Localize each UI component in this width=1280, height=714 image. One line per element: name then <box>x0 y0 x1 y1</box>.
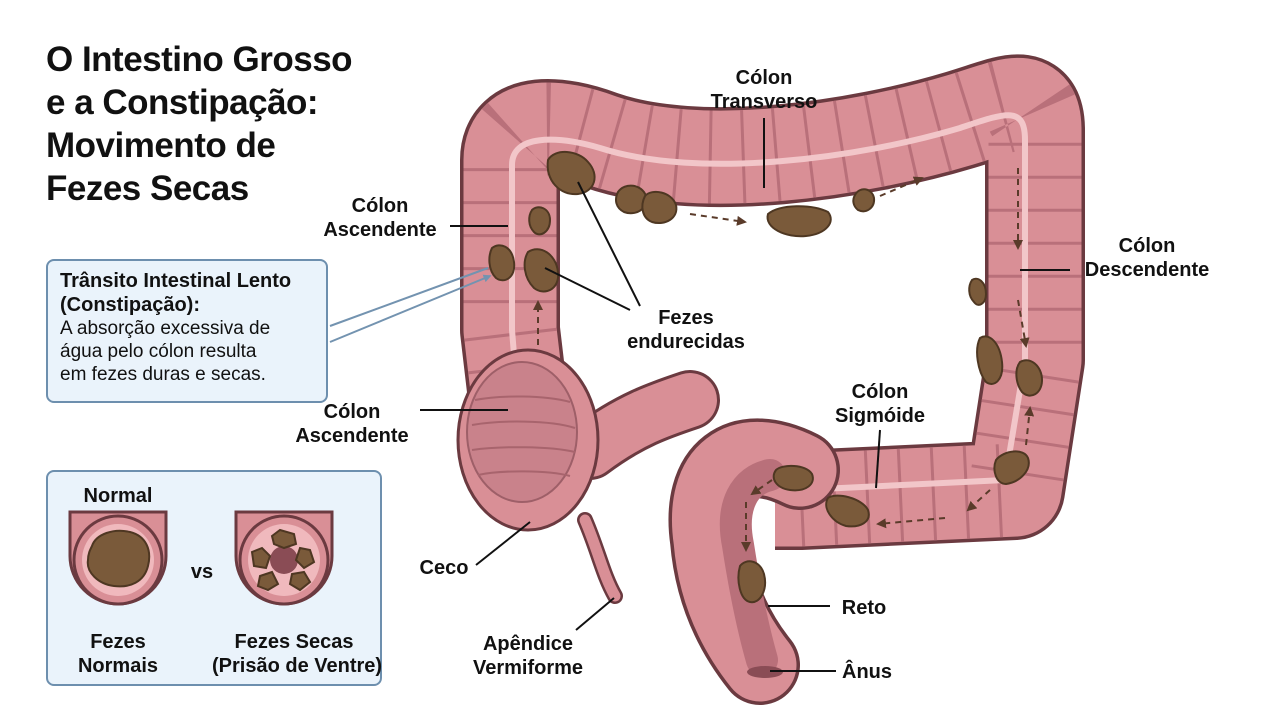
normal-feces <box>86 529 151 588</box>
info-box: Trânsito Intestinal Lento (Constipação):… <box>46 259 328 403</box>
label-colon-sigmoide: Cólon Sigmóide <box>834 381 925 427</box>
ileum-fill <box>563 373 717 477</box>
feces <box>737 560 766 604</box>
title-line: Fezes Secas <box>46 169 249 208</box>
dry-lumen-center <box>270 546 298 574</box>
arrow-right-dashed-icon <box>879 176 924 197</box>
cecum-folds <box>471 395 576 477</box>
label-colon-descendente: Cólon Descendente <box>1084 235 1210 281</box>
info-body-line: A absorção excessiva de <box>60 318 271 339</box>
label-apendice: Apêndice Vermiforme <box>472 633 584 679</box>
leader-apendice <box>575 597 615 631</box>
left-caption: Fezes Normais <box>77 631 159 677</box>
label-colon-ascendente-top: Cólon Ascendente <box>323 195 437 241</box>
leader-ceco <box>475 521 531 566</box>
label-colon-ascendente-bottom: Cólon Ascendente <box>295 401 409 447</box>
feces <box>641 190 678 224</box>
feces <box>852 188 876 213</box>
feces-group <box>488 151 1044 604</box>
rectum-inner <box>719 459 786 676</box>
colon-body <box>463 57 1082 547</box>
title-line: O Intestino Grosso <box>46 40 353 79</box>
cecum-inner <box>466 361 578 503</box>
feces <box>546 151 596 196</box>
label-ceco: Ceco <box>419 557 469 579</box>
title-line: e a Constipação: <box>46 83 319 122</box>
info-heading-line: (Constipação): <box>60 294 200 316</box>
dry-feces-pellets <box>250 528 316 592</box>
leader-fezes-1 <box>577 181 641 307</box>
comparison-vs: vs <box>190 561 214 583</box>
dry-feces <box>294 546 316 570</box>
info-body-line: água pelo cólon resulta <box>60 341 257 362</box>
comparison-box: Normal vs Fezes Normais Fezes Secas (Pri… <box>46 470 382 686</box>
title-line: Movimento de <box>46 126 276 165</box>
feces <box>523 248 560 293</box>
label-reto: Reto <box>841 597 887 619</box>
arrow-left-dashed-icon <box>876 517 946 529</box>
arrow-right-dashed-icon <box>689 213 747 226</box>
feces <box>615 184 648 215</box>
dry-feces <box>256 570 280 592</box>
arrow-left-dashed-icon <box>966 489 991 512</box>
info-box-pointer <box>329 267 490 343</box>
feces <box>976 335 1004 385</box>
comparison-illustrations <box>68 510 334 606</box>
arrow-down-dashed-icon <box>1017 299 1030 348</box>
label-colon-transverso: Cólon Transverso <box>710 67 818 113</box>
dry-feces <box>288 570 312 592</box>
comparison-header: Normal <box>83 485 153 507</box>
arrow-left-dashed-icon <box>750 479 773 496</box>
feces <box>968 277 988 306</box>
feces <box>488 244 516 282</box>
label-fezes-endurecidas: Fezes endurecidas <box>627 307 745 353</box>
appendix-fill <box>579 514 621 602</box>
leader-sigmoide <box>875 429 881 489</box>
label-anus: Ânus <box>842 661 892 683</box>
right-caption: Fezes Secas (Prisão de Ventre) <box>212 631 383 677</box>
dry-feces <box>250 546 272 570</box>
leader-lines <box>420 118 1070 672</box>
page-title: O Intestino Grosso e a Constipação: Movi… <box>46 38 386 210</box>
movement-arrows <box>533 168 1035 552</box>
leader-fezes-2 <box>544 267 631 311</box>
feces <box>528 206 552 236</box>
info-body-line: em fezes duras e secas. <box>60 364 266 385</box>
feces <box>825 494 870 528</box>
info-heading-line: Trânsito Intestinal Lento <box>60 270 292 292</box>
taenia-band <box>509 112 1028 493</box>
feces <box>993 450 1030 486</box>
anus <box>747 666 783 678</box>
feces <box>766 205 832 238</box>
feces <box>772 464 814 492</box>
feces <box>1015 359 1044 397</box>
dry-feces <box>270 528 298 550</box>
